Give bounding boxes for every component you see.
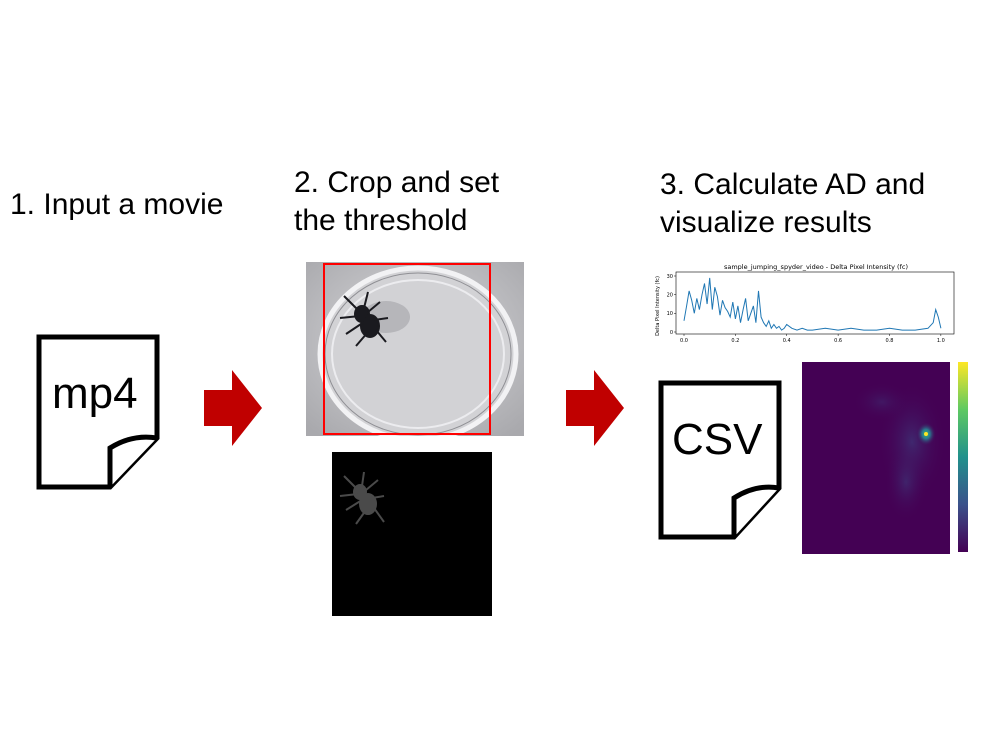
- threshold-preview-image: [332, 452, 492, 616]
- y-tick-label: 10: [667, 311, 673, 317]
- spider-icon: [339, 291, 389, 347]
- crop-preview-image: [306, 262, 524, 436]
- output-file-label: CSV: [672, 415, 763, 464]
- x-tick-label: 1.0: [937, 338, 945, 344]
- x-tick-label: 0.0: [680, 338, 688, 344]
- y-tick-label: 30: [667, 274, 673, 280]
- x-tick-label: 0.4: [783, 338, 791, 344]
- step1-title: 1. Input a movie: [10, 188, 224, 221]
- file-document-icon: [36, 334, 160, 490]
- y-tick-label: 20: [667, 292, 673, 298]
- crop-box[interactable]: [323, 263, 491, 435]
- x-tick-label: 0.2: [731, 338, 739, 344]
- step3-title: 3. Calculate AD and visualize results: [660, 168, 926, 239]
- csv-document-icon: [658, 380, 782, 540]
- x-tick-label: 0.6: [834, 338, 842, 344]
- right-arrow-icon: [566, 370, 624, 446]
- x-tick-label: 0.8: [886, 338, 894, 344]
- y-tick-label: 0: [670, 330, 673, 336]
- chart-plot-area: [675, 271, 955, 335]
- delta-intensity-chart: sample_jumping_spyder_video - Delta Pixe…: [655, 263, 955, 344]
- activity-heatmap-image: [802, 362, 950, 554]
- chart-series-line: [683, 277, 942, 331]
- chart-y-axis-label: Delta Pixel Intensity (fc): [655, 276, 661, 336]
- chart-title: sample_jumping_spyder_video - Delta Pixe…: [724, 263, 908, 271]
- right-arrow-icon: [204, 370, 262, 446]
- heatmap-colorbar: [958, 362, 968, 552]
- step2-title: 2. Crop and set the threshold: [294, 166, 500, 237]
- input-file-label: mp4: [52, 369, 138, 418]
- spider-silhouette-icon: [339, 471, 385, 525]
